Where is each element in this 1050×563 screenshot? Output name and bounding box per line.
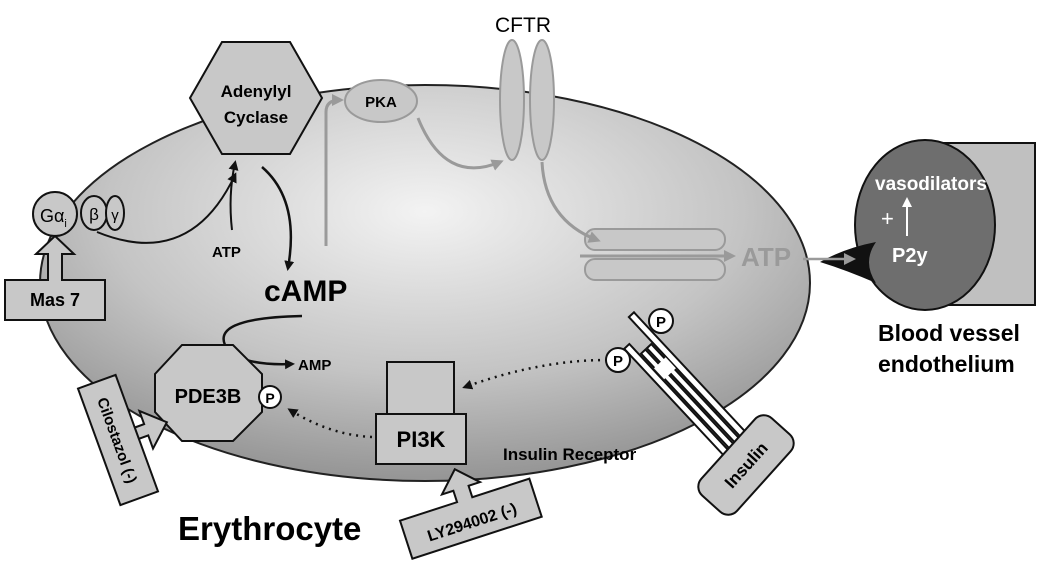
insulin-receptor: P P	[605, 308, 755, 464]
adenylyl-cyclase-node	[188, 41, 324, 155]
erythrocyte-label: Erythrocyte	[178, 510, 361, 547]
adenylyl-cyclase-line1: Adenylyl	[221, 82, 292, 101]
receptor-patch	[653, 357, 676, 380]
blood-vessel-line1: Blood vessel	[878, 320, 1020, 346]
cilostazol-inhibitor-shape	[76, 373, 169, 507]
pde3b-phospho-label: P	[265, 390, 274, 406]
cftr	[499, 39, 555, 161]
channel-bottom	[584, 258, 726, 281]
mas7-label: Mas 7	[30, 290, 80, 310]
atp-to-cyclase-arrow	[228, 160, 239, 231]
insulin-ligand: Insulin	[697, 414, 795, 516]
vasodilators-label: vasodilators	[875, 174, 987, 195]
g-gamma-node	[105, 195, 125, 231]
atp-release-channel	[580, 228, 736, 281]
receptor-phospho-left-label: P	[613, 353, 623, 370]
camp-to-pka-arrow	[324, 94, 344, 246]
blood-vessel-line2: endothelium	[878, 351, 1015, 377]
endothelium: vasodilators + P2y	[820, 139, 1036, 311]
endothelium-circle	[854, 139, 996, 311]
camp-label: cAMP	[264, 275, 347, 308]
adenylyl-cyclase-line2: Cyclase	[224, 108, 288, 127]
cftr-right-subunit	[529, 39, 555, 161]
amp-label: AMP	[298, 357, 331, 374]
receptor-phospho-top-label: P	[656, 314, 666, 331]
cftr-label: CFTR	[495, 14, 551, 37]
g-beta-label: β	[89, 205, 99, 224]
p2y-receptor	[820, 242, 876, 283]
channel-top	[584, 228, 726, 251]
p2y-label: P2y	[892, 245, 928, 267]
pde3b-node	[154, 344, 263, 442]
pka-label: PKA	[365, 94, 397, 111]
pka-node	[344, 79, 418, 123]
cftr-left-subunit	[499, 39, 525, 161]
up-arrow-head	[902, 197, 912, 207]
mas7-inhibitor-shape	[4, 234, 106, 321]
pi3k-to-pde3b-arrow	[287, 408, 373, 439]
pi3k-regulatory-subunit	[386, 361, 455, 415]
pde3b-label: PDE3B	[175, 386, 242, 408]
pka-to-cftr-arrow	[416, 117, 504, 171]
insulin-ligand-shape	[697, 414, 795, 516]
pi3k-node	[375, 413, 467, 465]
pi3k-label: PI3K	[397, 427, 446, 452]
cyclase-to-camp-arrow	[261, 166, 295, 271]
plus-label: +	[881, 206, 894, 231]
g-alpha-label: Gαi	[40, 206, 67, 230]
atp-released-label: ATP	[741, 242, 791, 272]
cftr-to-channel-arrow	[540, 161, 601, 243]
receptor-phospho-left-icon	[605, 347, 631, 373]
receptor-phospho-top-icon	[648, 308, 674, 334]
insulin-receptor-label: Insulin Receptor	[503, 445, 637, 464]
pde3b-phospho-icon	[258, 385, 282, 409]
g-gamma-label: γ	[111, 207, 119, 224]
receptor-to-pi3k-arrow	[462, 358, 608, 390]
ly294002-inhibitor-shape	[398, 467, 543, 561]
g-protein-to-cyclase-arrow	[96, 172, 237, 244]
g-protein: Gαi β γ	[32, 191, 125, 237]
atp-small-label: ATP	[212, 244, 241, 261]
